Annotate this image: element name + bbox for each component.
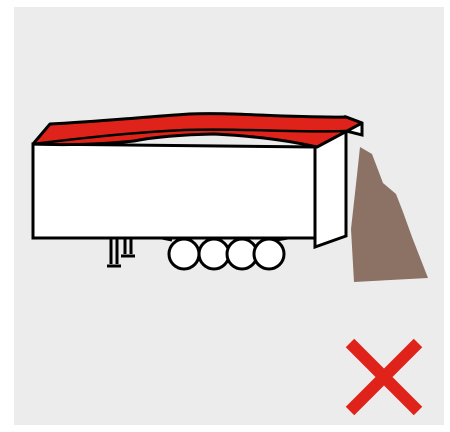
wheel-icon [169, 239, 199, 269]
wheel-icon [254, 239, 284, 269]
trailer-body [33, 144, 315, 238]
illustration-panel [14, 7, 444, 425]
open-rear-door [315, 131, 346, 247]
trailer-spill-illustration [14, 7, 444, 425]
trailer-wheels [169, 239, 284, 269]
wheel-icon [199, 239, 229, 269]
